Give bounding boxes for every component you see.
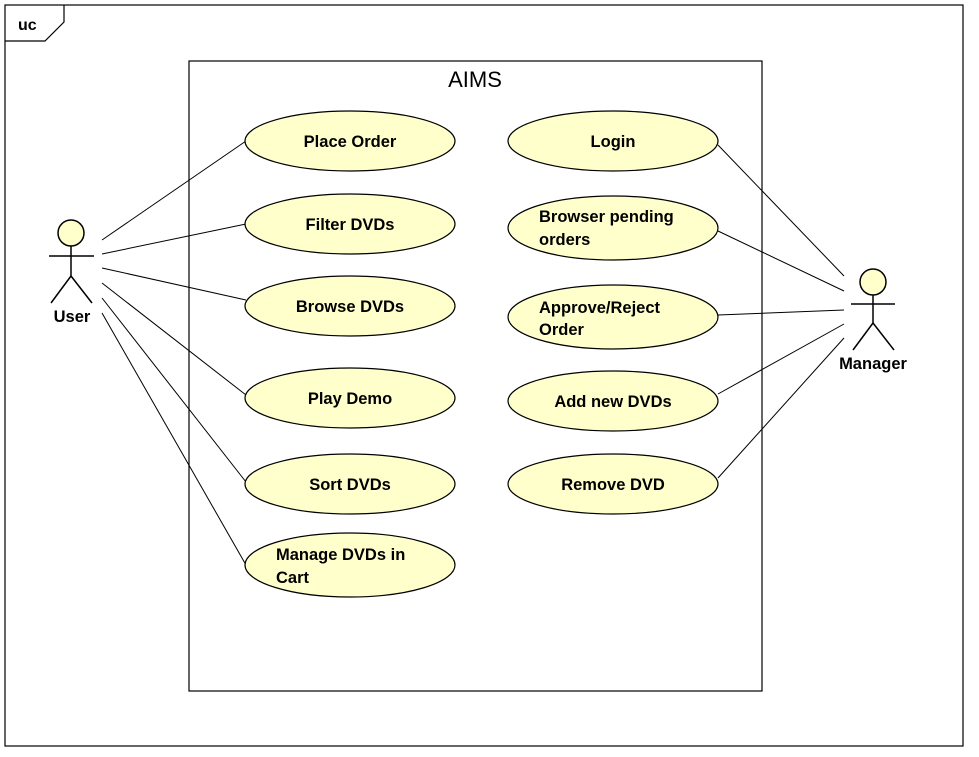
use-case-label: Place Order [304, 133, 397, 151]
manager-associations [717, 144, 845, 479]
use-case-ellipse [507, 370, 719, 432]
actor-label-user: User [54, 308, 91, 326]
use-case-label: Sort DVDs [309, 476, 391, 494]
association-user-manage-cart [101, 312, 247, 566]
system-title: AIMS [448, 67, 502, 92]
use-case-ellipse [244, 110, 456, 172]
use-case-label-line1: Manage DVDs in [276, 546, 405, 564]
frame-tag-box [5, 5, 65, 42]
use-case-place-order[interactable]: Place Order [244, 110, 456, 172]
actor-manager[interactable]: Manager [839, 268, 908, 373]
actor-left-leg [852, 322, 874, 351]
use-case-ellipse [507, 453, 719, 515]
association-manager-remove-dvd [717, 337, 845, 479]
use-case-filter-dvds[interactable]: Filter DVDs [244, 193, 456, 255]
use-case-ellipse [507, 284, 719, 350]
use-case-ellipse [244, 193, 456, 255]
use-case-label: Browse DVDs [296, 298, 404, 316]
use-case-label: Filter DVDs [306, 216, 395, 234]
association-user-browse-dvds [101, 267, 247, 301]
use-case-label: Remove DVD [561, 476, 665, 494]
use-case-add-new-dvds[interactable]: Add new DVDs [507, 370, 719, 432]
use-case-remove-dvd[interactable]: Remove DVD [507, 453, 719, 515]
association-user-place-order [101, 140, 247, 241]
association-user-filter-dvds [101, 223, 247, 255]
actor-left-leg [50, 275, 72, 304]
actor-right-leg [70, 275, 93, 304]
use-case-label-line1: Browser pending [539, 208, 674, 226]
use-case-login[interactable]: Login [507, 110, 719, 172]
use-case-label: Play Demo [308, 390, 392, 408]
use-case-label-line2: Cart [276, 569, 310, 587]
use-case-ellipse [244, 532, 456, 598]
association-user-sort-dvds [101, 297, 247, 483]
association-manager-login [717, 144, 845, 277]
use-case-label-line2: Order [539, 321, 585, 339]
use-case-browse-dvds[interactable]: Browse DVDs [244, 275, 456, 337]
use-case-ellipse [507, 195, 719, 261]
actor-head [57, 219, 85, 247]
use-case-ellipse [244, 275, 456, 337]
use-case-play-demo[interactable]: Play Demo [244, 367, 456, 429]
use-case-ellipse [244, 453, 456, 515]
actor-user[interactable]: User [49, 219, 94, 326]
actor-head [859, 268, 887, 296]
association-user-play-demo [101, 282, 247, 396]
use-case-ellipse [244, 367, 456, 429]
association-manager-browse-pending [717, 230, 845, 292]
use-case-label: Add new DVDs [554, 393, 671, 411]
actor-right-leg [872, 322, 895, 351]
use-case-manage-cart[interactable]: Manage DVDs in Cart [244, 532, 456, 598]
use-case-approve-reject-order[interactable]: Approve/Reject Order [507, 284, 719, 350]
association-manager-add-new-dvds [717, 323, 845, 395]
frame-tag: uc [18, 17, 37, 34]
user-associations [101, 140, 247, 566]
use-case-label: Login [591, 133, 636, 151]
use-case-browse-pending-orders[interactable]: Browser pending orders [507, 195, 719, 261]
use-case-label-line1: Approve/Reject [539, 299, 661, 317]
use-case-label-line2: orders [539, 231, 590, 249]
use-case-sort-dvds[interactable]: Sort DVDs [244, 453, 456, 515]
use-case-ellipse [507, 110, 719, 172]
association-manager-approve-reject [717, 309, 845, 316]
actor-label-manager: Manager [839, 355, 907, 373]
